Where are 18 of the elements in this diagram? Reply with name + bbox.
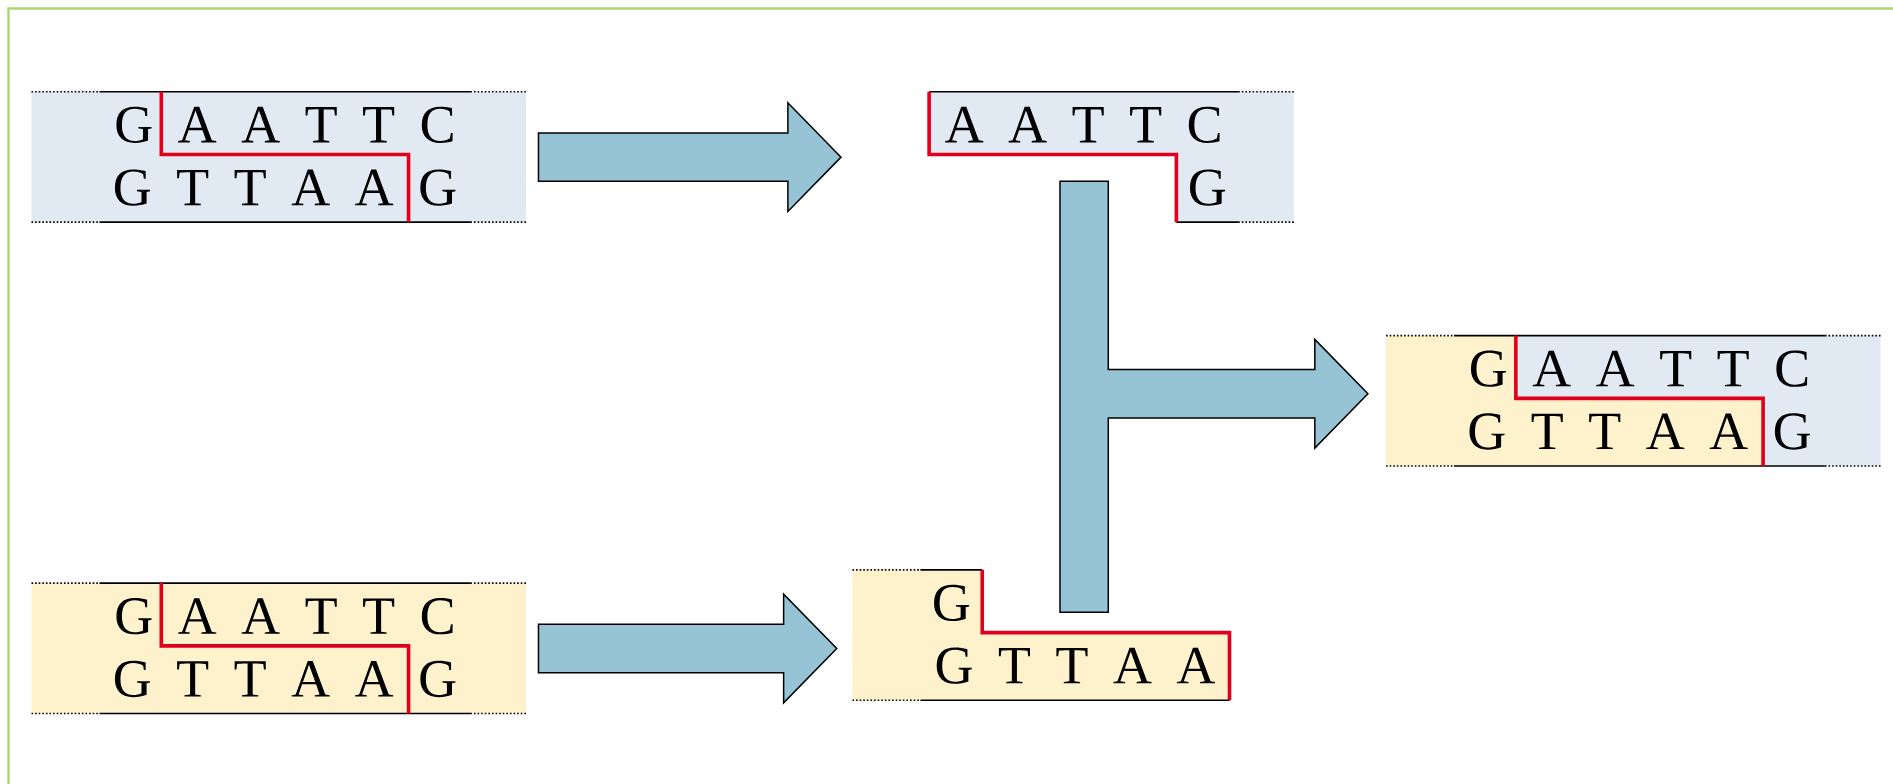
sequence-text: G T T A A G [114, 169, 456, 206]
sequence-text: G T T A A G [1469, 413, 1810, 450]
dna-segment [30, 582, 527, 715]
sequence-text: G A A T T C [1470, 350, 1808, 387]
dna-segment [851, 569, 1232, 701]
sequence-text: G A A T T C [116, 598, 453, 635]
block-arrow [1059, 180, 1369, 614]
sequence-text: G [1190, 169, 1226, 206]
sequence-text: G T T A A G [114, 660, 456, 698]
block-arrow [537, 592, 838, 705]
dna-segment [30, 90, 527, 223]
block-arrow [537, 100, 843, 214]
sequence-text: G [934, 584, 970, 622]
dna-segment [1385, 334, 1882, 467]
sequence-text: A A T T C [945, 106, 1220, 143]
sequence-text: G A A T T C [116, 106, 453, 143]
sequence-text: G T T A A [936, 647, 1215, 684]
dna-segment [927, 90, 1295, 223]
